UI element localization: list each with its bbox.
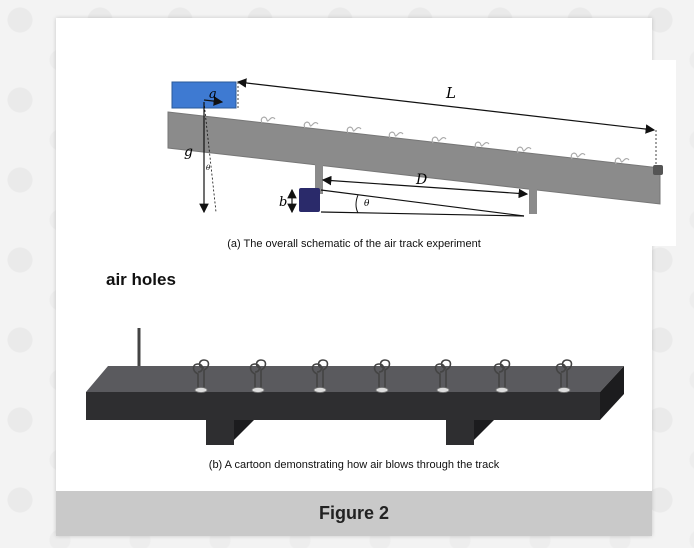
label-theta-small: θ (206, 164, 211, 172)
footer-title: Figure 2 (318, 503, 389, 523)
track-support-right (529, 184, 537, 214)
figure-footer: Figure 2 (56, 491, 652, 536)
schematic-panel: a L g θ D b θ (140, 60, 676, 246)
cartoon-track-front (86, 392, 600, 420)
label-theta: θ (364, 199, 370, 209)
angle-ray-upper (320, 189, 525, 217)
cartoon-leg-left (206, 420, 234, 445)
cartoon-leg-right (446, 420, 474, 445)
label-a: a (209, 87, 217, 102)
air-holes-label: air holes (106, 270, 176, 289)
air-track-cartoon (86, 328, 624, 445)
caption-a: (a) The overall schematic of the air tra… (227, 238, 481, 250)
track-support-left (315, 160, 323, 194)
acceleration-arrow (203, 96, 224, 106)
cartoon-track-side (600, 366, 624, 420)
cartoon-air-holes (194, 387, 571, 393)
figure-card: a L g θ D b θ (a) The overall schematic … (56, 18, 676, 536)
label-b: b (279, 195, 287, 210)
cartoon-air-puffs (192, 359, 573, 388)
length-L-arrow (236, 78, 656, 134)
distance-D-arrow (321, 175, 529, 199)
spacer-block (299, 188, 320, 212)
caption-b: (b) A cartoon demonstrating how air blow… (208, 459, 500, 471)
label-L: L (445, 84, 456, 102)
label-g: g (184, 144, 193, 160)
cartoon-track-top (86, 366, 624, 392)
schematic-diagram: a L g θ D b θ (167, 78, 663, 217)
angle-ray-lower (320, 211, 525, 217)
air-track-bar (167, 111, 661, 205)
label-D: D (415, 172, 427, 188)
end-stopper (653, 165, 663, 175)
